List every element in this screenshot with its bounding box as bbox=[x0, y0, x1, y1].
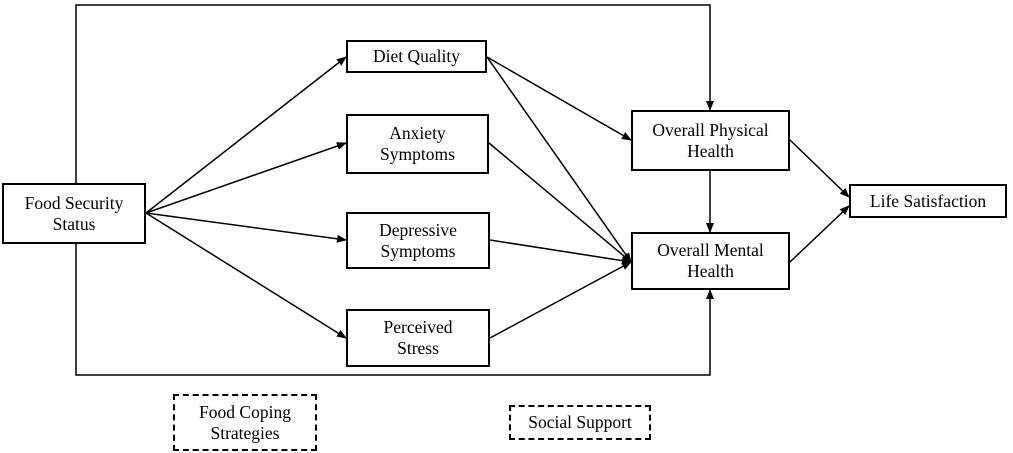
node-label-line: Status bbox=[52, 213, 96, 234]
arrow-food-security-to-diet-quality bbox=[145, 56, 347, 214]
node-food-security-status: Food Security Status bbox=[2, 183, 146, 244]
node-label-line: Diet Quality bbox=[373, 46, 460, 66]
node-label-line: Symptoms bbox=[380, 240, 456, 261]
node-label-line: Symptoms bbox=[380, 144, 455, 164]
node-food-coping-strategies: Food Coping Strategies bbox=[173, 394, 317, 451]
node-label-line: Strategies bbox=[210, 422, 280, 443]
node-label-line: Life Satisfaction bbox=[869, 190, 987, 211]
arrow-food-security-to-anxiety bbox=[145, 142, 347, 214]
arrow-physical-health-to-life-satisfaction bbox=[789, 139, 850, 198]
node-label-line: Stress bbox=[397, 338, 439, 358]
node-overall-physical-health: Overall Physical Health bbox=[631, 110, 790, 171]
node-perceived-stress: Perceived Stress bbox=[346, 309, 490, 367]
node-depressive-symptoms: Depressive Symptoms bbox=[346, 212, 490, 269]
node-anxiety-symptoms: Anxiety Symptoms bbox=[346, 114, 489, 174]
node-overall-mental-health: Overall Mental Health bbox=[631, 232, 790, 290]
node-label-line: Overall Mental bbox=[657, 240, 764, 260]
node-label-line: Health bbox=[687, 140, 734, 161]
node-social-support: Social Support bbox=[509, 405, 651, 440]
node-label-line: Anxiety bbox=[389, 123, 446, 143]
arrow-anxiety-to-mental-health bbox=[488, 142, 632, 263]
node-label-line: Overall Physical bbox=[652, 119, 769, 140]
node-label-line: Food Coping bbox=[199, 401, 291, 422]
outer-frame-line bbox=[75, 4, 714, 185]
node-label-line: Social Support bbox=[528, 412, 632, 432]
arrow-mental-health-to-life-satisfaction bbox=[789, 205, 850, 263]
arrow-depressive-to-mental-health bbox=[489, 239, 632, 265]
outer-frame-bottom-line bbox=[75, 243, 714, 376]
node-label-line: Perceived bbox=[383, 317, 453, 337]
node-label-line: Health bbox=[687, 261, 734, 281]
node-diet-quality: Diet Quality bbox=[346, 40, 487, 73]
arrow-diet-quality-to-mental-health bbox=[486, 56, 632, 263]
arrow-stress-to-mental-health bbox=[489, 261, 632, 339]
node-label-line: Depressive bbox=[379, 219, 457, 240]
arrow-food-security-to-stress bbox=[145, 212, 347, 339]
arrow-diet-quality-to-physical-health bbox=[486, 56, 632, 141]
arrow-food-security-to-depressive bbox=[145, 212, 347, 243]
node-label-line: Food Security bbox=[24, 192, 124, 213]
node-life-satisfaction: Life Satisfaction bbox=[849, 184, 1007, 218]
